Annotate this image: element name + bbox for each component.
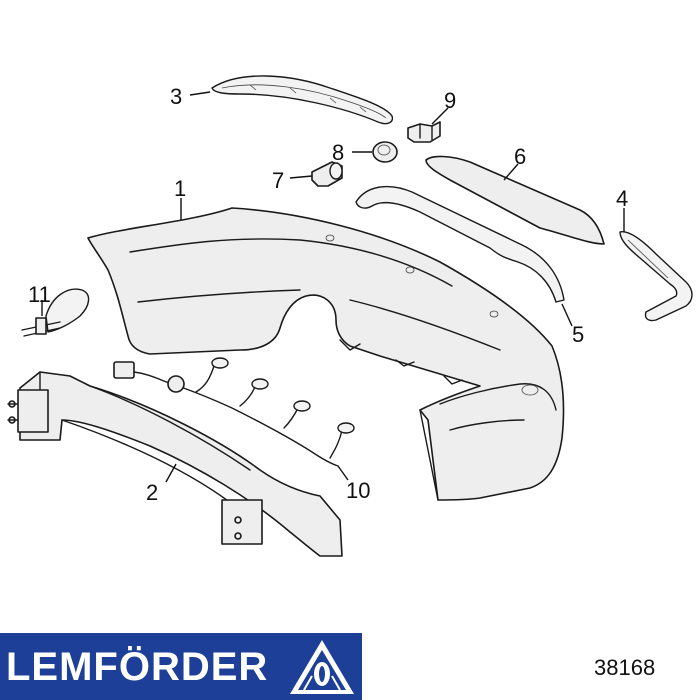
part-1-bumper-cover <box>87 207 565 501</box>
part-8-grommet <box>372 141 398 163</box>
leader-lines <box>41 91 625 483</box>
part-4-side-trim <box>619 231 693 322</box>
brand-bar: LEMFÖRDER <box>0 633 362 700</box>
callout-10: 10 <box>346 478 370 503</box>
callout-labels: 1 2 3 4 5 6 7 8 9 10 11 <box>28 84 628 505</box>
callout-5: 5 <box>572 322 584 347</box>
callout-1: 1 <box>174 176 186 201</box>
triangle-emblem-icon <box>290 640 354 694</box>
part-number: 38168 <box>594 655 656 680</box>
callout-11: 11 <box>28 282 51 307</box>
callout-9: 9 <box>444 88 456 113</box>
part-9-clip <box>407 121 441 143</box>
part-5-lower-trim <box>355 185 565 303</box>
callout-8: 8 <box>332 140 344 165</box>
callout-7: 7 <box>272 168 284 193</box>
callout-3: 3 <box>170 84 182 109</box>
part-11-bracket <box>21 288 90 337</box>
callout-2: 2 <box>146 480 158 505</box>
brand-name: LEMFÖRDER <box>6 645 269 689</box>
part-10-wiring-harness <box>113 357 355 467</box>
part-2-impact-beam <box>7 371 343 557</box>
callout-6: 6 <box>514 144 526 169</box>
part-7-sensor <box>311 161 343 187</box>
part-6-grille <box>425 155 605 245</box>
part-3-trim-strip <box>211 75 394 125</box>
callout-4: 4 <box>616 186 628 211</box>
